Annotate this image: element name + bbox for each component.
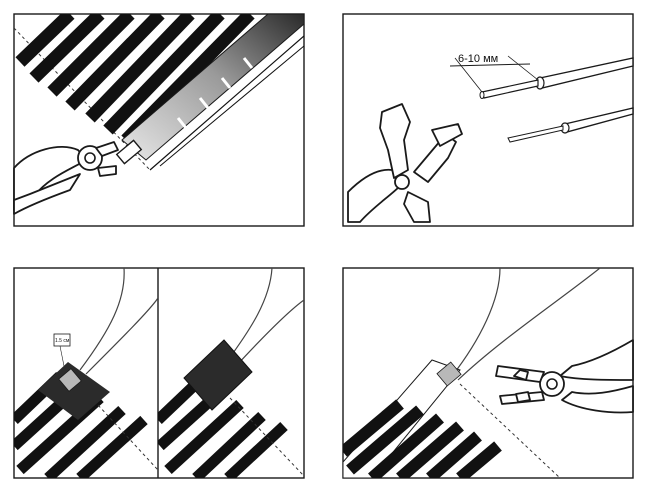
panel-crimp-contact: [342, 267, 634, 479]
film-before-insulation: 1.5 см: [14, 268, 158, 478]
contact-clip-strip: [121, 14, 304, 161]
bus-notches: [176, 57, 254, 129]
film-with-clip: [343, 268, 601, 478]
clip-tab: [115, 139, 143, 165]
heating-film: [14, 14, 304, 171]
strip-length-dimension: 6-10 мм: [449, 53, 539, 93]
contact-clip: [58, 368, 82, 392]
insulation-pad: [38, 362, 110, 420]
wire-b: [235, 299, 304, 367]
film-border: [149, 35, 304, 171]
wire-lower: [507, 107, 634, 143]
wire-upper: [479, 57, 634, 99]
film-stripes: [343, 399, 502, 478]
panel-strip-wire: 6-10 мм: [342, 13, 634, 227]
dimension-label: 1.5 см: [55, 338, 70, 344]
panel-insulate-contact: 1.5 см: [13, 267, 305, 479]
dimension-box: [53, 333, 71, 347]
wire-a: [451, 268, 501, 377]
film-after-insulation: [158, 268, 304, 478]
crimping-pliers-icon: [13, 141, 119, 215]
wire-b: [457, 268, 601, 381]
wire-stripper-icon: [347, 103, 463, 223]
crimping-pliers-icon: [495, 339, 634, 414]
wire-b: [85, 297, 158, 375]
strip-length-label: 6-10 мм: [458, 53, 498, 65]
contact-clip: [436, 361, 462, 387]
panel-cut-and-clip: [13, 13, 305, 227]
wire-a: [79, 268, 125, 371]
film-edge-dashed: [459, 383, 561, 478]
film-border-inner: [159, 45, 304, 167]
wire-a: [227, 268, 273, 361]
insulation-pad-closed: [183, 339, 253, 411]
